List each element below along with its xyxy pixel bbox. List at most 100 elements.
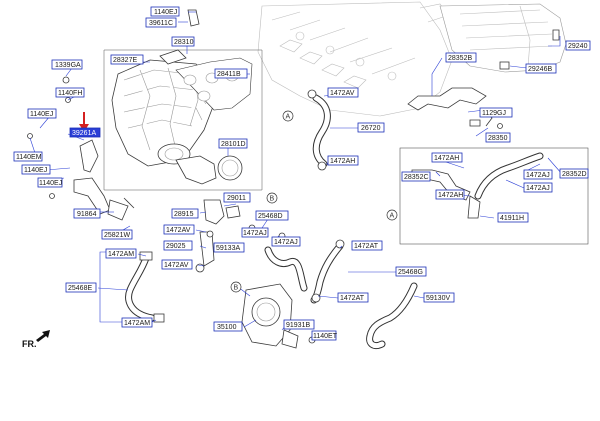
callout-b-mid: B <box>266 192 278 204</box>
label-1140ej-top: 1140EJ <box>150 6 180 17</box>
clamp-1472av <box>307 89 317 99</box>
svg-text:26720: 26720 <box>361 125 381 132</box>
label-29246b: 29246B <box>525 63 557 74</box>
svg-text:59133A: 59133A <box>216 245 240 252</box>
svg-text:1472AV: 1472AV <box>164 262 189 269</box>
label-1472aj-a: 1472AJ <box>523 169 553 180</box>
label-39611c: 39611C <box>145 17 177 28</box>
callout-a-box: A <box>386 209 398 221</box>
label-1472aj-b: 1472AJ <box>523 182 553 193</box>
svg-text:28350: 28350 <box>488 135 508 142</box>
label-1140em: 1140EM <box>13 151 43 162</box>
svg-text:FR.: FR. <box>22 339 37 349</box>
label-28101d: 28101D <box>218 138 248 149</box>
svg-text:1472AT: 1472AT <box>340 295 365 302</box>
label-1472aj-c: 1472AJ <box>241 227 269 238</box>
label-28411b: 28411B <box>214 68 248 79</box>
label-28310: 28310 <box>171 36 195 47</box>
svg-text:29011: 29011 <box>227 195 246 202</box>
label-1140ej-l2: 1140EJ <box>21 164 51 175</box>
svg-text:1140FH: 1140FH <box>58 90 82 97</box>
svg-text:1472AV: 1472AV <box>330 90 355 97</box>
label-26720: 26720 <box>357 122 385 133</box>
label-28327e: 28327E <box>110 54 144 65</box>
callout-a-top: A <box>282 110 294 122</box>
label-1472ah-a: 1472AH <box>327 155 359 166</box>
label-28350: 28350 <box>485 132 511 143</box>
label-29025: 29025 <box>163 240 193 251</box>
cover-grommet <box>499 61 510 70</box>
label-29240: 29240 <box>565 40 591 51</box>
label-25468d: 25468D <box>255 210 289 221</box>
svg-text:28915: 28915 <box>174 211 194 218</box>
label-39261a-highlighted: 39261A <box>69 127 101 138</box>
svg-text:29025: 29025 <box>166 243 186 250</box>
label-91864: 91864 <box>73 208 101 219</box>
bolt-1339ga <box>62 76 70 84</box>
svg-text:28310: 28310 <box>174 39 194 46</box>
svg-text:1129GJ: 1129GJ <box>482 110 506 117</box>
svg-text:28327E: 28327E <box>113 57 137 64</box>
svg-text:A: A <box>286 114 291 121</box>
svg-text:1472AH: 1472AH <box>434 155 459 162</box>
callout-b-low: B <box>230 281 242 293</box>
svg-text:28101D: 28101D <box>221 141 246 148</box>
svg-text:41911H: 41911H <box>500 215 524 222</box>
svg-text:39611C: 39611C <box>149 20 173 27</box>
svg-text:29246B: 29246B <box>528 66 552 73</box>
svg-text:1140EM: 1140EM <box>16 154 42 161</box>
svg-text:B: B <box>234 285 239 292</box>
svg-text:1472AM: 1472AM <box>124 320 150 327</box>
bracket-top <box>187 9 200 27</box>
cover-mount <box>552 29 560 41</box>
svg-text:35100: 35100 <box>217 324 237 331</box>
exhaust-manifold <box>111 59 217 185</box>
svg-text:1472AJ: 1472AJ <box>243 230 267 237</box>
label-1472av-a: 1472AV <box>327 87 359 98</box>
svg-text:28411B: 28411B <box>217 71 241 78</box>
svg-text:1472AJ: 1472AJ <box>526 185 550 192</box>
svg-text:1472AH: 1472AH <box>330 158 355 165</box>
svg-text:39261A: 39261A <box>72 130 96 137</box>
clamp-1472ah <box>317 161 327 171</box>
svg-text:1140EJ: 1140EJ <box>154 9 177 16</box>
label-25468g: 25468G <box>395 266 427 277</box>
label-1472at-b: 1472AT <box>337 292 369 303</box>
svg-text:28352D: 28352D <box>562 171 587 178</box>
label-1472av-b: 1472AV <box>163 224 195 235</box>
label-1140ej-l: 1140EJ <box>27 108 57 119</box>
label-1129gj: 1129GJ <box>479 107 513 118</box>
svg-text:25468D: 25468D <box>258 213 283 220</box>
label-1140ej-l3: 1140EJ <box>37 177 63 188</box>
svg-text:1472AH: 1472AH <box>438 192 463 199</box>
svg-text:59130V: 59130V <box>426 295 450 302</box>
svg-text:1140EJ: 1140EJ <box>39 180 62 187</box>
svg-text:25821W: 25821W <box>104 232 130 239</box>
label-28352c: 28352C <box>401 171 431 182</box>
label-1472at-a: 1472AT <box>351 240 383 251</box>
label-25468e: 25468E <box>65 282 97 293</box>
svg-text:1140ET: 1140ET <box>313 333 338 340</box>
label-1140et: 1140ET <box>311 330 338 341</box>
label-1140fh: 1140FH <box>55 87 85 98</box>
hose-detail-a <box>411 152 544 219</box>
label-28915: 28915 <box>171 208 199 219</box>
throttle-body <box>241 283 299 349</box>
label-25821w: 25821W <box>101 229 133 240</box>
label-1472aj-d: 1472AJ <box>271 236 301 247</box>
svg-text:29240: 29240 <box>568 43 588 50</box>
label-1472am-b: 1472AM <box>121 317 153 328</box>
label-59133a: 59133A <box>213 242 245 253</box>
sensor-harness-top-right <box>407 87 493 127</box>
label-1472ah-c: 1472AH <box>435 189 465 200</box>
label-91931b: 91931B <box>283 319 315 330</box>
svg-text:25468E: 25468E <box>68 285 92 292</box>
svg-text:B: B <box>270 196 275 203</box>
hose-26720 <box>312 94 331 168</box>
svg-text:1140EJ: 1140EJ <box>24 167 47 174</box>
label-35100: 35100 <box>213 321 243 332</box>
label-41911h: 41911H <box>497 212 529 223</box>
detail-box-a <box>399 147 589 245</box>
svg-text:1339GA: 1339GA <box>55 62 81 69</box>
